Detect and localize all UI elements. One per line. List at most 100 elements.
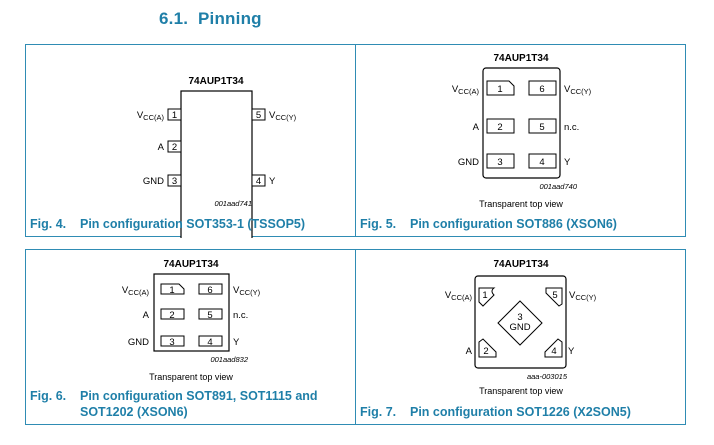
fig5-pin-6: 6 VCC(Y) bbox=[528, 80, 592, 96]
fig4-package-body bbox=[180, 90, 253, 238]
fig6-pin-4-label: Y bbox=[233, 337, 240, 348]
fig7-pin-4: 4 Y bbox=[544, 338, 575, 358]
fig7-center-num: 3 bbox=[517, 312, 522, 323]
fig5-pin-2: 2 A bbox=[473, 118, 515, 134]
fig5-pin-6-num: 6 bbox=[539, 84, 544, 95]
fig7-drawing-code: aaa-003015 bbox=[527, 372, 568, 381]
fig4-pin-4-num: 4 bbox=[256, 176, 261, 187]
fig7-pin-2-num: 2 bbox=[483, 346, 488, 357]
fig5-pin-1-label: VCC(A) bbox=[452, 84, 480, 96]
fig6-caption-line-2: SOT1202 (XSON6) bbox=[80, 405, 188, 419]
fig7-pin-5-label: VCC(Y) bbox=[569, 290, 597, 302]
fig6-pin-1: 1 VCC(A) bbox=[122, 283, 185, 297]
fig6-pin-6: 6 VCC(Y) bbox=[198, 283, 261, 297]
fig6-pin-2-num: 2 bbox=[169, 310, 174, 321]
fig7-pin-4-num: 4 bbox=[551, 346, 556, 357]
fig7-pin-1-num: 1 bbox=[482, 290, 487, 301]
fig7-chip-name: 74AUP1T34 bbox=[493, 259, 548, 270]
fig7-pin-4-label: Y bbox=[568, 346, 575, 357]
fig6-caption-line-1: Pin configuration SOT891, SOT1115 and bbox=[80, 389, 318, 403]
fig5-pin-4: 4 Y bbox=[528, 153, 571, 169]
fig4-pin-2: 2 A bbox=[158, 140, 182, 153]
fig7-center-pad: 3 GND bbox=[497, 300, 543, 346]
fig4-pin-1-label: VCC(A) bbox=[137, 110, 165, 122]
fig6-pin-6-label: VCC(Y) bbox=[233, 285, 261, 297]
fig7-pin-5: 5 VCC(Y) bbox=[545, 287, 597, 307]
fig7-pin-1-label: VCC(A) bbox=[445, 290, 473, 302]
fig4-pin-5: 5 VCC(Y) bbox=[251, 108, 297, 122]
fig6-pin-6-num: 6 bbox=[207, 285, 212, 296]
fig5-pin-1-num: 1 bbox=[497, 84, 502, 95]
fig4-pin-3-num: 3 bbox=[172, 176, 177, 187]
fig6-caption: Fig. 6. Pin configuration SOT891, SOT1115… bbox=[30, 388, 318, 420]
fig6-caption-number: Fig. 6. bbox=[30, 389, 67, 403]
fig5-pin-3: 3 GND bbox=[458, 153, 515, 169]
fig7-pin-5-num: 5 bbox=[552, 290, 557, 301]
fig5-drawing-code: 001aad740 bbox=[539, 182, 577, 191]
figure-5-panel: 74AUP1T34 1 VCC(A) 2 A 3 GND 6 VCC(Y) 5 … bbox=[355, 44, 686, 237]
fig6-pin-1-num: 1 bbox=[169, 285, 174, 296]
fig4-pin-5-num: 5 bbox=[256, 110, 261, 121]
fig4-pin-4-label: Y bbox=[269, 176, 276, 187]
fig7-pin-2-label: A bbox=[466, 346, 473, 357]
fig7-diagram: 74AUP1T34 1 VCC(A) 5 VCC(Y) 2 A 4 Y bbox=[445, 259, 597, 396]
fig5-pin-5-num: 5 bbox=[539, 122, 544, 133]
fig6-drawing-code: 001aad832 bbox=[210, 355, 248, 364]
section-title: Pinning bbox=[198, 9, 262, 28]
fig5-pin-1: 1 VCC(A) bbox=[452, 80, 515, 96]
section-heading: 6.1. Pinning bbox=[159, 9, 262, 29]
fig6-pin-2-label: A bbox=[143, 310, 150, 321]
fig5-pin-5: 5 n.c. bbox=[528, 118, 579, 134]
fig4-pin-3-label: GND bbox=[143, 176, 164, 187]
fig7-pin-1: 1 VCC(A) bbox=[445, 287, 496, 307]
fig6-pin-3: 3 GND bbox=[128, 335, 185, 348]
fig5-pin-5-label: n.c. bbox=[564, 122, 579, 133]
fig5-pin-4-label: Y bbox=[564, 157, 571, 168]
figure-4-panel: 74AUP1T34 1 VCC(A) 2 A 3 GND 5 VCC(Y) 4 … bbox=[25, 44, 356, 238]
fig6-pin-5-num: 5 bbox=[207, 310, 212, 321]
fig5-view-label: Transparent top view bbox=[479, 199, 563, 209]
fig5-caption-number: Fig. 5. bbox=[360, 217, 397, 231]
fig5-pin-6-label: VCC(Y) bbox=[564, 84, 592, 96]
fig4-chip-name: 74AUP1T34 bbox=[188, 76, 243, 87]
figure-7-panel: 74AUP1T34 1 VCC(A) 5 VCC(Y) 2 A 4 Y bbox=[355, 249, 686, 425]
fig4-pin-2-label: A bbox=[158, 142, 165, 153]
fig7-pin-2: 2 A bbox=[466, 338, 497, 358]
fig5-diagram: 74AUP1T34 1 VCC(A) 2 A 3 GND 6 VCC(Y) 5 … bbox=[452, 53, 592, 209]
fig6-diagram: 74AUP1T34 1 VCC(A) 2 A 3 GND 6 VCC(Y) 5 … bbox=[122, 259, 261, 382]
fig4-caption-text: Pin configuration SOT353-1 (TSSOP5) bbox=[80, 217, 306, 231]
fig7-center-label: GND bbox=[509, 322, 530, 333]
fig5-caption-text: Pin configuration SOT886 (XSON6) bbox=[410, 217, 617, 231]
fig5-pin-4-num: 4 bbox=[539, 157, 544, 168]
fig4-caption-number: Fig. 4. bbox=[30, 217, 67, 231]
fig7-caption-number: Fig. 7. bbox=[360, 405, 397, 419]
fig6-pin-2: 2 A bbox=[143, 308, 185, 321]
fig4-pin-4: 4 Y bbox=[251, 174, 276, 187]
figure-6-panel: 74AUP1T34 1 VCC(A) 2 A 3 GND 6 VCC(Y) 5 … bbox=[25, 249, 356, 425]
fig5-chip-name: 74AUP1T34 bbox=[493, 53, 548, 64]
fig5-pin-3-num: 3 bbox=[497, 157, 502, 168]
section-number: 6.1. bbox=[159, 9, 189, 28]
fig5-pin-3-label: GND bbox=[458, 157, 479, 168]
fig6-pin-3-label: GND bbox=[128, 337, 149, 348]
fig4-pin-2-num: 2 bbox=[172, 142, 177, 153]
fig4-drawing-code: 001aad741 bbox=[214, 199, 252, 208]
fig5-caption: Fig. 5. Pin configuration SOT886 (XSON6) bbox=[360, 216, 617, 232]
fig5-pin-2-label: A bbox=[473, 122, 480, 133]
fig6-pin-3-num: 3 bbox=[169, 337, 174, 348]
fig4-pin-1-num: 1 bbox=[172, 110, 177, 121]
fig7-caption: Fig. 7. Pin configuration SOT1226 (X2SON5… bbox=[360, 404, 631, 420]
fig6-pin-4: 4 Y bbox=[198, 335, 240, 348]
fig6-pin-5-label: n.c. bbox=[233, 310, 248, 321]
fig4-diagram: 74AUP1T34 1 VCC(A) 2 A 3 GND 5 VCC(Y) 4 … bbox=[137, 76, 297, 238]
fig6-view-label: Transparent top view bbox=[149, 372, 233, 382]
fig4-caption: Fig. 4. Pin configuration SOT353-1 (TSSOP… bbox=[30, 216, 305, 232]
fig4-pin-5-label: VCC(Y) bbox=[269, 110, 297, 122]
fig7-view-label: Transparent top view bbox=[479, 386, 563, 396]
fig6-pin-1-label: VCC(A) bbox=[122, 285, 150, 297]
fig6-chip-name: 74AUP1T34 bbox=[163, 259, 218, 270]
fig7-caption-text: Pin configuration SOT1226 (X2SON5) bbox=[410, 405, 631, 419]
fig4-pin-3: 3 GND bbox=[143, 174, 182, 187]
fig5-pin-2-num: 2 bbox=[497, 122, 502, 133]
fig4-pin-1: 1 VCC(A) bbox=[137, 108, 182, 122]
